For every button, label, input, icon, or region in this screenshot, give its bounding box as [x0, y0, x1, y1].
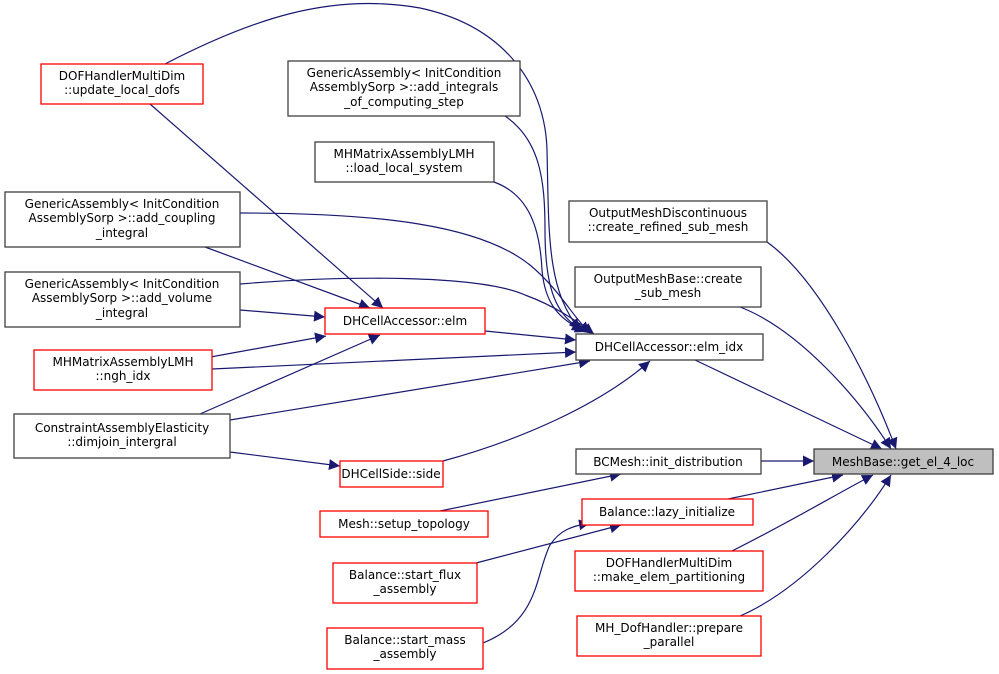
edge-start-flux-to-lazy-initialize	[475, 522, 622, 564]
node-side[interactable]: DHCellSide::side	[339, 460, 444, 488]
node-start-flux[interactable]: Balance::start_flux _assembly	[332, 562, 478, 604]
node-init-distribution[interactable]: BCMesh::init_distribution	[575, 448, 762, 475]
svg-text:_assembly: _assembly	[373, 582, 437, 596]
svg-text:_integral: _integral	[95, 306, 148, 320]
svg-text:::update_local_dofs: ::update_local_dofs	[64, 83, 180, 97]
edge-update-local-dofs-to-elm-idx	[164, 2, 581, 331]
node-setup-topology[interactable]: Mesh::setup_topology	[319, 510, 489, 538]
svg-text:AssemblySorp >::add_coupling: AssemblySorp >::add_coupling	[29, 211, 216, 225]
svg-text:::dimjoin_intergral: ::dimjoin_intergral	[67, 435, 176, 449]
svg-text:::ngh_idx: ::ngh_idx	[96, 369, 151, 383]
edge-dimjoin-to-elm	[199, 334, 381, 415]
svg-text:_parallel: _parallel	[643, 635, 695, 649]
node-elm-idx[interactable]: DHCellAccessor::elm_idx	[575, 333, 764, 361]
node-make-elem[interactable]: DOFHandlerMultiDim ::make_elem_partition…	[574, 550, 764, 592]
svg-text:ConstraintAssemblyElasticity: ConstraintAssemblyElasticity	[35, 421, 209, 435]
edge-load-local-system-to-elm-idx	[493, 181, 587, 333]
svg-text:AssemblySorp >::add_volume: AssemblySorp >::add_volume	[32, 291, 212, 305]
svg-text:MHMatrixAssemblyLMH: MHMatrixAssemblyLMH	[52, 355, 193, 369]
svg-text:MHMatrixAssemblyLMH: MHMatrixAssemblyLMH	[333, 147, 474, 161]
node-load-local-system[interactable]: MHMatrixAssemblyLMH ::load_local_system	[314, 141, 495, 183]
edge-setup-topology-to-init-distribution	[439, 470, 622, 512]
edge-make-elem-to-get-el	[731, 474, 874, 552]
node-start-mass[interactable]: Balance::start_mass _assembly	[326, 627, 484, 670]
svg-text:DHCellAccessor::elm: DHCellAccessor::elm	[343, 314, 467, 328]
svg-text:_sub_mesh: _sub_mesh	[634, 286, 701, 300]
node-create-refined[interactable]: OutputMeshDiscontinuous ::create_refined…	[568, 200, 768, 243]
svg-text:_of_computing_step: _of_computing_step	[343, 95, 464, 109]
svg-text:OutputMeshDiscontinuous: OutputMeshDiscontinuous	[589, 206, 747, 220]
svg-text:MH_DofHandler::prepare: MH_DofHandler::prepare	[595, 621, 743, 635]
svg-text:::create_refined_sub_mesh: ::create_refined_sub_mesh	[588, 220, 749, 234]
node-prepare-parallel[interactable]: MH_DofHandler::prepare _parallel	[576, 615, 762, 657]
edge-update-local-dofs-to-elm	[149, 103, 384, 309]
node-update-local-dofs[interactable]: DOFHandlerMultiDim ::update_local_dofs	[40, 63, 204, 105]
edge-prepare-parallel-to-get-el	[739, 474, 892, 617]
svg-text:GenericAssembly< InitCondition: GenericAssembly< InitCondition	[25, 277, 220, 291]
svg-text:DOFHandlerMultiDim: DOFHandlerMultiDim	[59, 69, 185, 83]
svg-text:Balance::lazy_initialize: Balance::lazy_initialize	[599, 505, 735, 519]
node-create-sub-mesh[interactable]: OutputMeshBase::create _sub_mesh	[574, 266, 762, 308]
node-get-el-4-loc[interactable]: MeshBase::get_el_4_loc	[813, 448, 994, 475]
edge-lazy-initialize-to-get-el	[727, 471, 844, 500]
svg-text:::make_elem_partitioning: ::make_elem_partitioning	[593, 570, 745, 584]
svg-text:OutputMeshBase::create: OutputMeshBase::create	[594, 272, 743, 286]
svg-text:Mesh::setup_topology: Mesh::setup_topology	[338, 517, 470, 531]
node-add-volume[interactable]: GenericAssembly< InitCondition AssemblyS…	[4, 271, 241, 328]
edge-ngh-idx-to-elm-idx	[211, 347, 577, 370]
edge-create-sub-mesh-to-get-el	[739, 306, 892, 450]
svg-text:::load_local_system: ::load_local_system	[345, 161, 462, 175]
node-elm[interactable]: DHCellAccessor::elm	[324, 307, 486, 335]
edge-ngh-idx-to-elm	[204, 332, 327, 359]
node-lazy-initialize[interactable]: Balance::lazy_initialize	[581, 498, 754, 526]
svg-text:Balance::start_mass: Balance::start_mass	[344, 633, 465, 647]
node-dimjoin[interactable]: ConstraintAssemblyElasticity ::dimjoin_i…	[13, 413, 231, 459]
svg-text:MeshBase::get_el_4_loc: MeshBase::get_el_4_loc	[832, 455, 974, 469]
edge-dimjoin-to-side	[229, 451, 341, 471]
svg-text:BCMesh::init_distribution: BCMesh::init_distribution	[593, 455, 742, 469]
svg-text:DOFHandlerMultiDim: DOFHandlerMultiDim	[606, 556, 732, 570]
svg-text:AssemblySorp >::add_integrals: AssemblySorp >::add_integrals	[310, 80, 498, 94]
edge-add-coupling-to-elm	[204, 246, 371, 310]
edge-add-volume-to-elm-idx	[239, 277, 595, 335]
node-add-coupling[interactable]: GenericAssembly< InitCondition AssemblyS…	[4, 191, 241, 248]
svg-text:GenericAssembly< InitCondition: GenericAssembly< InitCondition	[307, 66, 502, 80]
edge-dimjoin-to-elm-idx	[229, 357, 591, 421]
edges	[149, 2, 898, 644]
svg-text:_integral: _integral	[95, 226, 148, 240]
edge-start-mass-to-lazy-initialize	[482, 519, 591, 644]
svg-text:DHCellSide::side: DHCellSide::side	[341, 467, 440, 481]
node-add-integrals[interactable]: GenericAssembly< InitCondition AssemblyS…	[287, 60, 521, 117]
edge-create-refined-to-get-el	[766, 241, 898, 450]
node-ngh-idx[interactable]: MHMatrixAssemblyLMH ::ngh_idx	[33, 349, 213, 391]
edge-elm-idx-to-get-el	[694, 359, 883, 450]
svg-text:DHCellAccessor::elm_idx: DHCellAccessor::elm_idx	[595, 340, 743, 354]
edge-add-coupling-to-elm-idx	[239, 212, 591, 334]
edge-elm-to-elm-idx	[484, 330, 577, 345]
edge-add-volume-to-elm	[239, 309, 326, 322]
svg-text:Balance::start_flux: Balance::start_flux	[349, 568, 461, 582]
edge-side-to-elm-idx	[442, 360, 651, 462]
svg-text:GenericAssembly< InitCondition: GenericAssembly< InitCondition	[25, 197, 220, 211]
svg-text:_assembly: _assembly	[373, 647, 437, 661]
